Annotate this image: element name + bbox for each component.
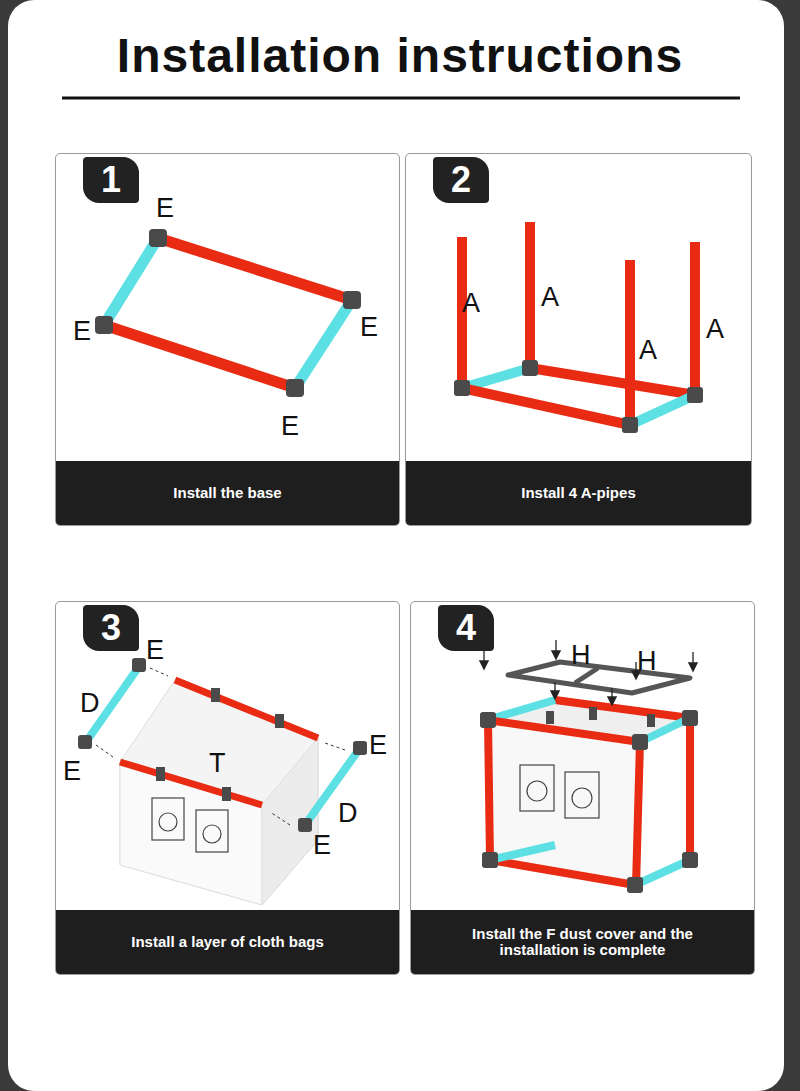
part-letter: E xyxy=(360,314,378,341)
step-caption: Install a layer of cloth bags xyxy=(131,934,324,950)
step-caption: Install 4 A-pipes xyxy=(521,485,635,501)
part-letter: E xyxy=(313,832,331,859)
step-panel: 3Install a layer of cloth bags xyxy=(55,601,400,975)
part-letter: H xyxy=(637,648,657,675)
part-letter: E xyxy=(146,637,164,664)
step-panel: 1Install the base xyxy=(55,153,400,526)
part-letter: T xyxy=(209,750,226,777)
part-letter: A xyxy=(639,337,657,364)
caption-bar: Install a layer of cloth bags xyxy=(56,910,399,974)
part-letter: E xyxy=(73,318,91,345)
part-letter: E xyxy=(156,195,174,222)
step-caption: Install the base xyxy=(173,485,281,501)
part-letter: D xyxy=(80,690,100,717)
part-letter: E xyxy=(281,413,299,440)
caption-bar: Install 4 A-pipes xyxy=(406,461,751,525)
step-number: 3 xyxy=(83,605,139,651)
part-letter: A xyxy=(462,290,480,317)
part-letter: A xyxy=(541,284,559,311)
part-letter: H xyxy=(571,642,591,669)
step-number: 4 xyxy=(438,605,494,651)
part-letter: E xyxy=(63,758,81,785)
caption-bar: Install the base xyxy=(56,461,399,525)
page-title: Installation instructions xyxy=(0,28,800,83)
part-letter: A xyxy=(706,316,724,343)
part-letter: E xyxy=(369,732,387,759)
part-letter: D xyxy=(338,800,358,827)
step-caption: Install the F dust cover and the install… xyxy=(443,926,723,958)
caption-bar: Install the F dust cover and the install… xyxy=(411,910,754,974)
step-panel: 2Install 4 A-pipes xyxy=(405,153,752,526)
step-number: 1 xyxy=(83,157,139,203)
step-number: 2 xyxy=(433,157,489,203)
